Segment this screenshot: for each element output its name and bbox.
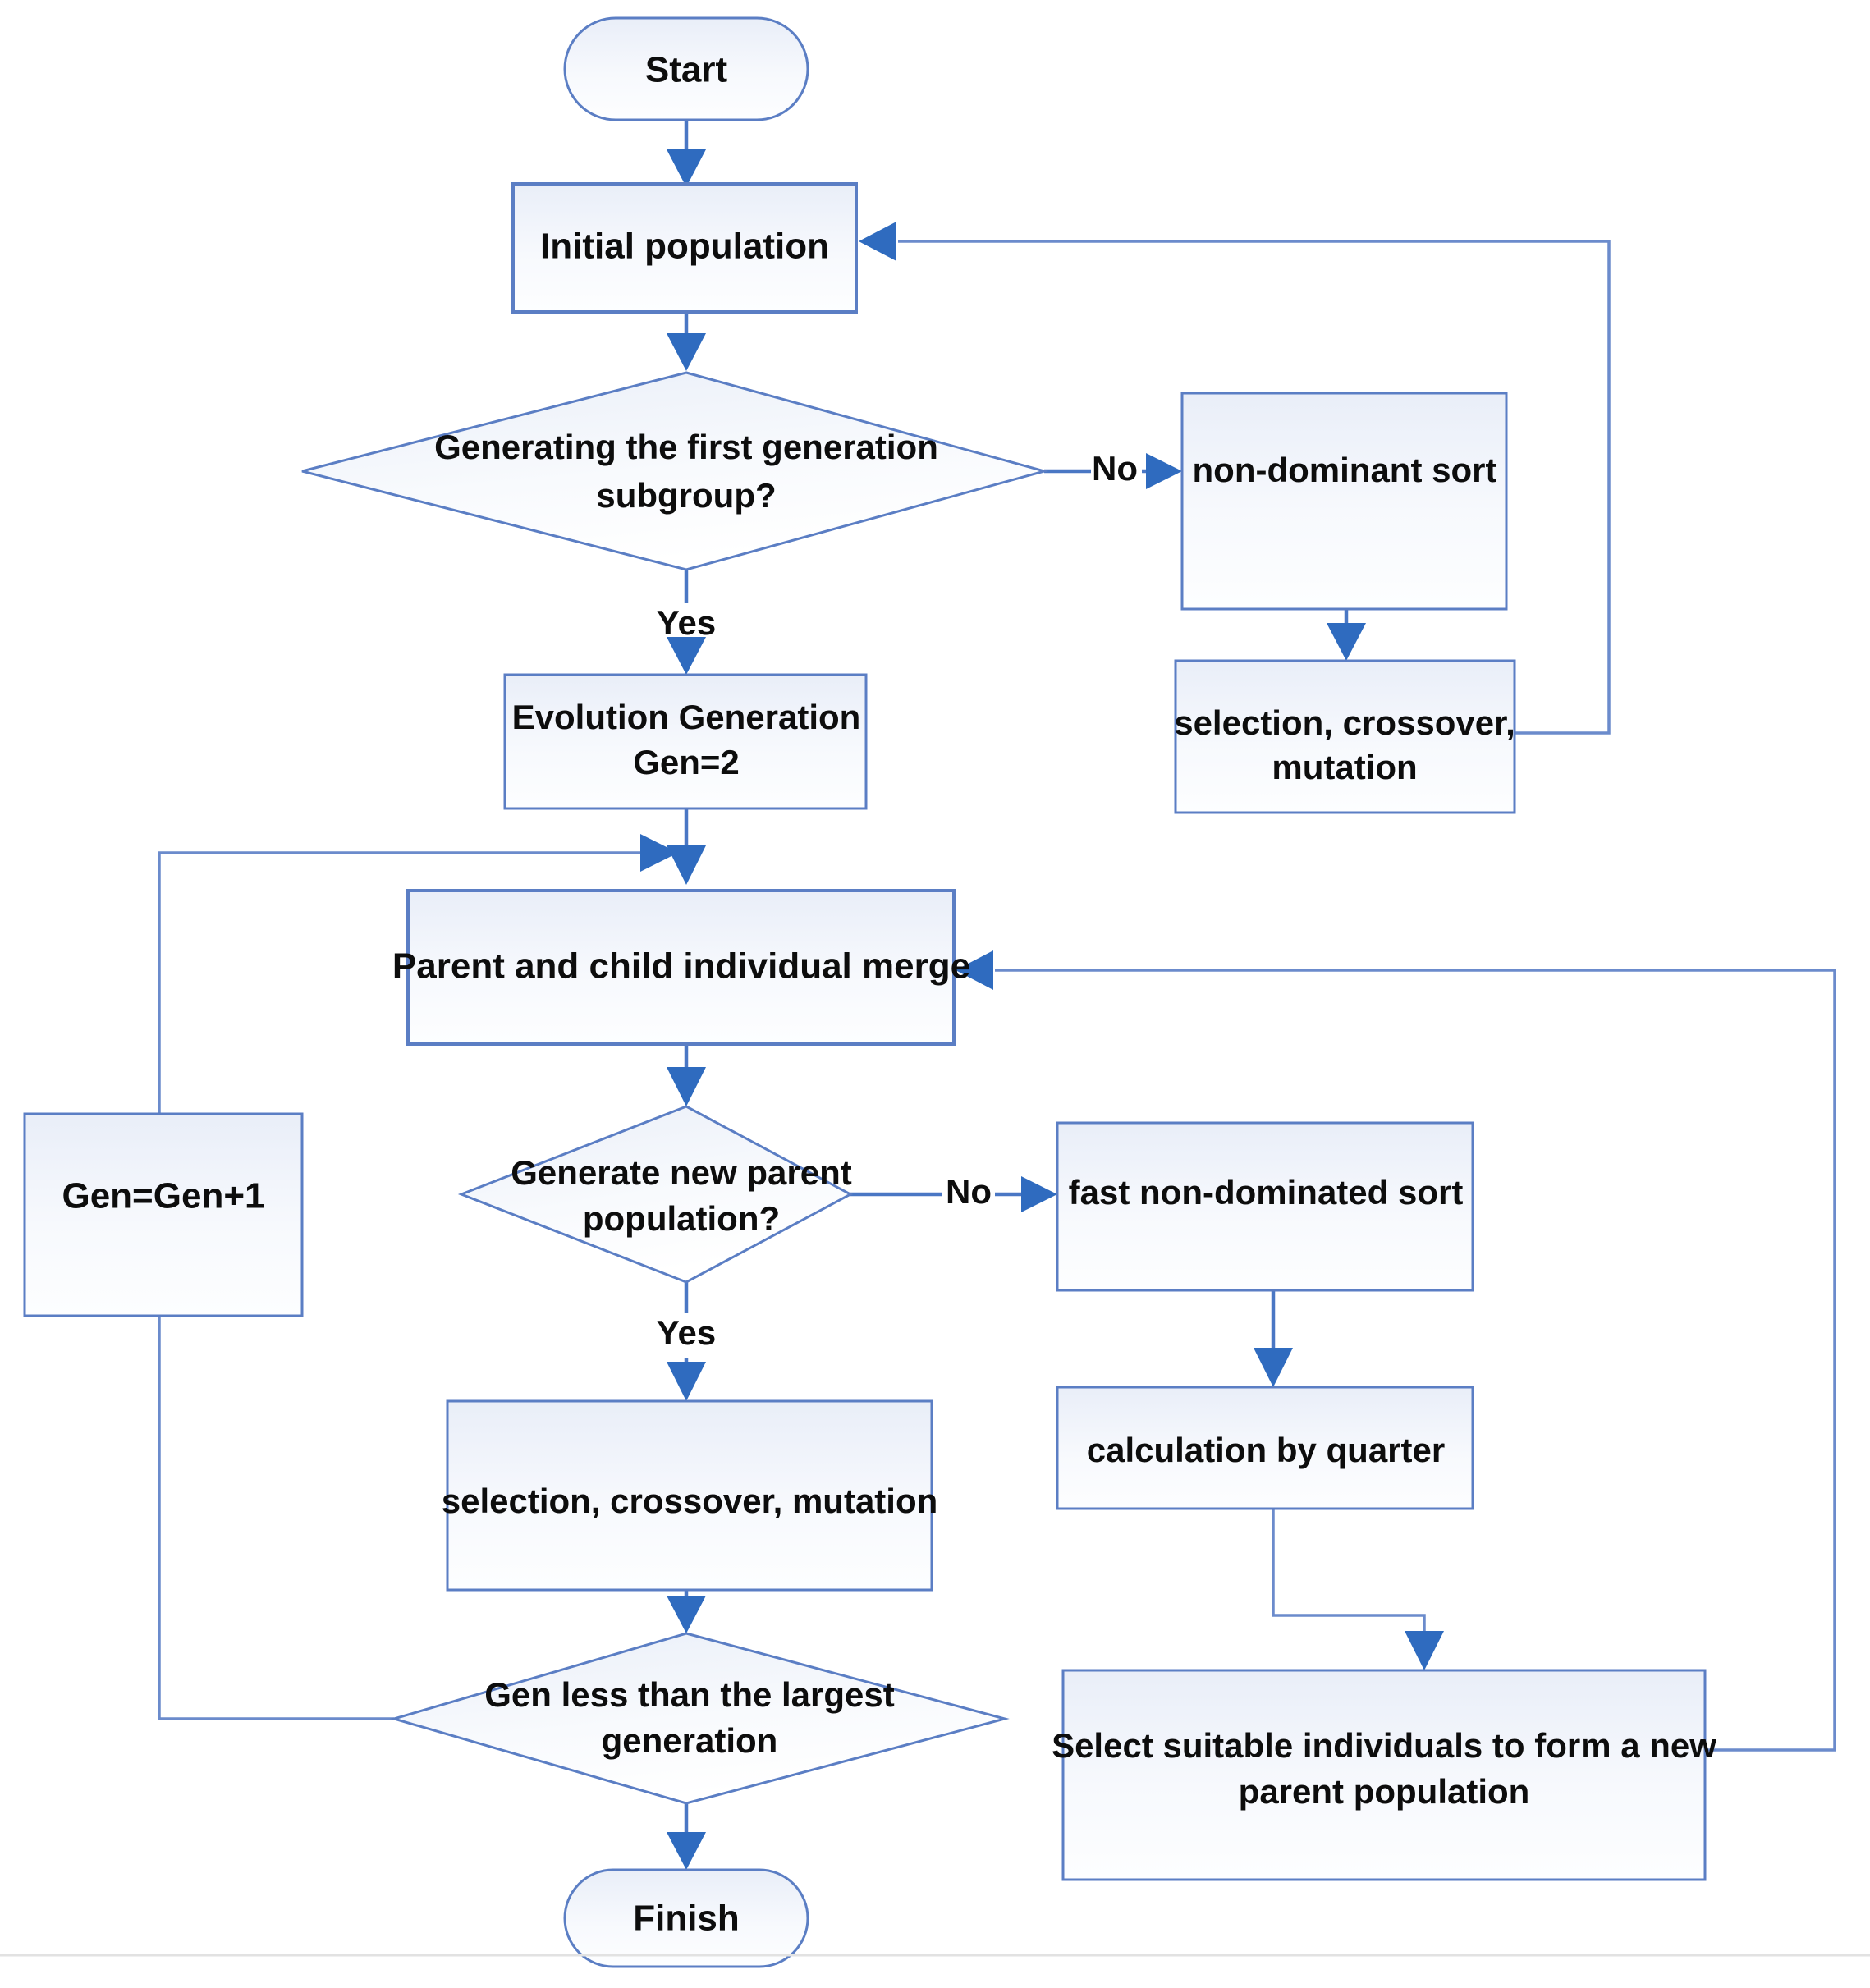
node-select-suitable-individuals[interactable]: Select suitable individuals to form a ne…: [1052, 1669, 1716, 1881]
edge-label-new-parent-no: No: [946, 1172, 992, 1211]
edge-fast-sort-to-calculation-by-quarter: [1254, 1290, 1293, 1387]
edge-selection-crossover-mutation-top-to-initial-population: [859, 222, 1611, 735]
node-first-generation-question-line2: subgroup?: [596, 476, 776, 515]
node-gen-largest-question[interactable]: Gen less than the largest generation: [389, 1632, 1010, 1805]
node-selection-crossover-mutation-bottom-label: selection, crossover, mutation: [442, 1482, 938, 1520]
edge-gen-largest-question-to-finish: [667, 1803, 706, 1870]
edge-first-gen-question-yes-to-evolution-generation: [667, 570, 706, 675]
node-selection-crossover-mutation-top-line1: selection, crossover,: [1174, 703, 1515, 742]
edge-evolution-generation-to-merge: [667, 808, 706, 885]
node-selection-crossover-mutation-bottom[interactable]: selection, crossover, mutation: [442, 1399, 938, 1592]
edge-label-first-gen-yes: Yes: [657, 603, 716, 642]
edge-gen-largest-question-to-gen-increment: [140, 1279, 394, 1720]
node-calculation-by-quarter[interactable]: calculation by quarter: [1056, 1386, 1474, 1510]
node-select-suitable-individuals-line1: Select suitable individuals to form a ne…: [1052, 1726, 1716, 1765]
edge-new-parent-question-no-to-fast-sort: [850, 1176, 1057, 1212]
node-gen-largest-question-line1: Gen less than the largest: [484, 1675, 895, 1714]
node-fast-non-dominated-sort-label: fast non-dominated sort: [1069, 1173, 1464, 1212]
node-non-dominant-sort[interactable]: non-dominant sort: [1180, 392, 1508, 611]
edge-start-to-initial-population: [667, 121, 706, 187]
edge-select-suitable-to-merge: [956, 950, 1836, 1752]
node-parent-child-merge-label: Parent and child individual merge: [392, 946, 970, 987]
node-gen-largest-question-line2: generation: [602, 1721, 778, 1760]
node-gen-increment-label: Gen=Gen+1: [62, 1176, 264, 1216]
node-initial-population-label: Initial population: [540, 227, 829, 267]
node-evolution-generation-line1: Evolution Generation: [512, 698, 861, 736]
edge-initial-population-to-first-gen-question: [667, 312, 706, 371]
node-selection-crossover-mutation-top[interactable]: selection, crossover, mutation: [1174, 659, 1516, 814]
node-initial-population[interactable]: Initial population: [511, 182, 858, 314]
node-non-dominant-sort-label: non-dominant sort: [1193, 451, 1497, 489]
node-start-label: Start: [645, 50, 728, 90]
node-evolution-generation[interactable]: Evolution Generation Gen=2: [503, 673, 868, 810]
edge-non-dominant-sort-to-selection-crossover-mutation-top: [1327, 609, 1366, 661]
node-first-generation-question[interactable]: Generating the first generation subgroup…: [301, 371, 1049, 571]
node-parent-child-merge[interactable]: Parent and child individual merge: [392, 889, 970, 1046]
node-evolution-generation-line2: Gen=2: [633, 743, 740, 781]
node-new-parent-question-line2: population?: [583, 1199, 780, 1238]
node-finish[interactable]: Finish: [563, 1868, 809, 1968]
edge-label-new-parent-yes: Yes: [657, 1313, 716, 1352]
node-calculation-by-quarter-label: calculation by quarter: [1087, 1431, 1445, 1469]
edge-gen-increment-to-merge: [158, 834, 678, 1114]
edge-selection-crossover-mutation-bottom-to-gen-largest-question: [667, 1590, 706, 1633]
node-gen-increment[interactable]: Gen=Gen+1: [23, 1112, 304, 1317]
node-finish-label: Finish: [633, 1899, 740, 1939]
node-fast-non-dominated-sort[interactable]: fast non-dominated sort: [1056, 1121, 1474, 1292]
node-first-generation-question-line1: Generating the first generation: [434, 428, 938, 466]
node-select-suitable-individuals-line2: parent population: [1239, 1772, 1530, 1811]
node-start[interactable]: Start: [563, 16, 809, 121]
edge-new-parent-question-yes-to-selection-crossover-mutation-bottom: [667, 1282, 706, 1401]
node-new-parent-question-line1: Generate new parent: [511, 1153, 851, 1192]
edge-calculation-by-quarter-to-select-suitable: [1272, 1509, 1444, 1670]
edge-label-first-gen-no: No: [1092, 449, 1138, 488]
node-selection-crossover-mutation-top-line2: mutation: [1272, 748, 1417, 786]
node-new-parent-question[interactable]: Generate new parent population?: [457, 1105, 854, 1284]
edge-first-gen-question-no-to-non-dominant-sort: [1044, 453, 1182, 489]
edge-merge-to-new-parent-question: [667, 1044, 706, 1106]
